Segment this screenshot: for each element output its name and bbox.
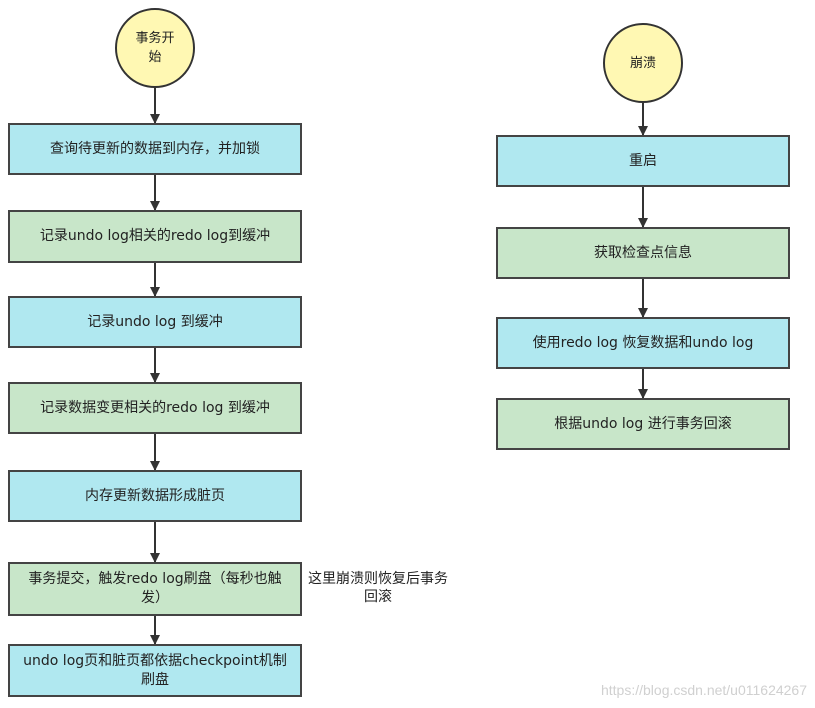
step-checkpoint-flush-label: undo log页和脏页都依据checkpoint机制刷盘 (23, 652, 287, 688)
step-undo-rollback: 根据undo log 进行事务回滚 (496, 398, 790, 450)
step-undo-buffer-label: 记录undo log 到缓冲 (87, 313, 223, 330)
step-dirty-page: 内存更新数据形成脏页 (8, 470, 302, 522)
step-undo-rollback-label: 根据undo log 进行事务回滚 (554, 415, 732, 432)
crash-node: 崩溃 (603, 23, 683, 103)
step-undo-redo-buffer-label: 记录undo log相关的redo log到缓冲 (39, 228, 271, 244)
watermark-url: https://blog.csdn.net/u011624267 (600, 682, 807, 698)
step-checkpoint-flush: undo log页和脏页都依据checkpoint机制刷盘 (8, 644, 302, 697)
step-redo-recover-label: 使用redo log 恢复数据和undo log (532, 334, 754, 351)
crash-rollback-note: 这里崩溃则恢复后事务回滚 (308, 570, 448, 606)
step-query-lock: 查询待更新的数据到内存，并加锁 (8, 123, 302, 175)
step-restart: 重启 (496, 135, 790, 187)
step-query-lock-label: 查询待更新的数据到内存，并加锁 (50, 140, 260, 157)
step-undo-redo-buffer: 记录undo log相关的redo log到缓冲 (8, 210, 302, 263)
step-dirty-page-label: 内存更新数据形成脏页 (85, 487, 225, 504)
step-commit-flush-label: 事务提交，触发redo log刷盘（每秒也触发） (28, 571, 282, 606)
step-data-redo-buffer-label: 记录数据变更相关的redo log 到缓冲 (40, 399, 270, 416)
step-data-redo-buffer: 记录数据变更相关的redo log 到缓冲 (8, 382, 302, 434)
step-redo-recover: 使用redo log 恢复数据和undo log (496, 317, 790, 369)
crash-label: 崩溃 (629, 55, 656, 71)
step-commit-flush: 事务提交，触发redo log刷盘（每秒也触发） (8, 562, 302, 616)
step-get-checkpoint-label: 获取检查点信息 (594, 244, 692, 261)
transaction-start-node: 事务开始 (115, 8, 195, 88)
transaction-start-label: 事务开始 (135, 31, 175, 65)
step-restart-label: 重启 (629, 152, 657, 169)
step-undo-buffer: 记录undo log 到缓冲 (8, 296, 302, 348)
crash-rollback-note-text: 这里崩溃则恢复后事务回滚 (308, 571, 448, 605)
step-get-checkpoint: 获取检查点信息 (496, 227, 790, 279)
